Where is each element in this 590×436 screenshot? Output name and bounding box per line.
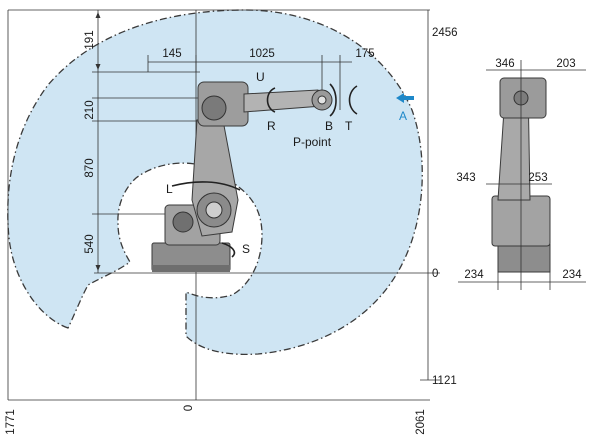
dim-top-1025: 1025: [249, 48, 275, 60]
axis-label-l: L: [166, 182, 173, 196]
view-arrow-label: A: [399, 109, 407, 123]
dim-bottom-0: 0: [183, 405, 195, 411]
axis-label-s: S: [242, 242, 250, 256]
robot-front-view: [491, 77, 551, 273]
dim-front-234-right: 234: [562, 269, 582, 281]
dim-front-346: 346: [495, 58, 514, 70]
axis-label-u: U: [256, 70, 265, 84]
axis-label-r: R: [267, 119, 276, 133]
dim-bottom-1771: 1771: [5, 409, 17, 435]
dim-top-145: 145: [162, 48, 181, 60]
dim-right-2456: 2456: [432, 27, 458, 39]
front-view-dimensions: [458, 60, 586, 290]
axis-label-t: T: [345, 119, 353, 133]
dim-bottom-2061: 2061: [415, 409, 427, 435]
dim-right-0: 0: [432, 268, 438, 280]
dim-front-253: 253: [528, 172, 547, 184]
robot-side-view: [151, 81, 333, 272]
dim-front-343: 343: [456, 172, 475, 184]
view-arrow-a: [396, 93, 414, 103]
dim-right-1121: 1121: [432, 375, 457, 387]
dim-top-175: 175: [355, 48, 374, 60]
dim-left-210: 210: [84, 100, 96, 119]
axis-label-b: B: [325, 119, 333, 133]
axis-label-p-point: P-point: [293, 135, 332, 149]
dim-front-203: 203: [556, 58, 575, 70]
dim-front-234-left: 234: [464, 269, 484, 281]
dim-left-870: 870: [84, 158, 96, 177]
front-base: [497, 243, 551, 273]
dim-left-540: 540: [84, 234, 96, 253]
dim-left-191: 191: [84, 30, 96, 49]
axis-rotation-arrows: [171, 83, 358, 258]
